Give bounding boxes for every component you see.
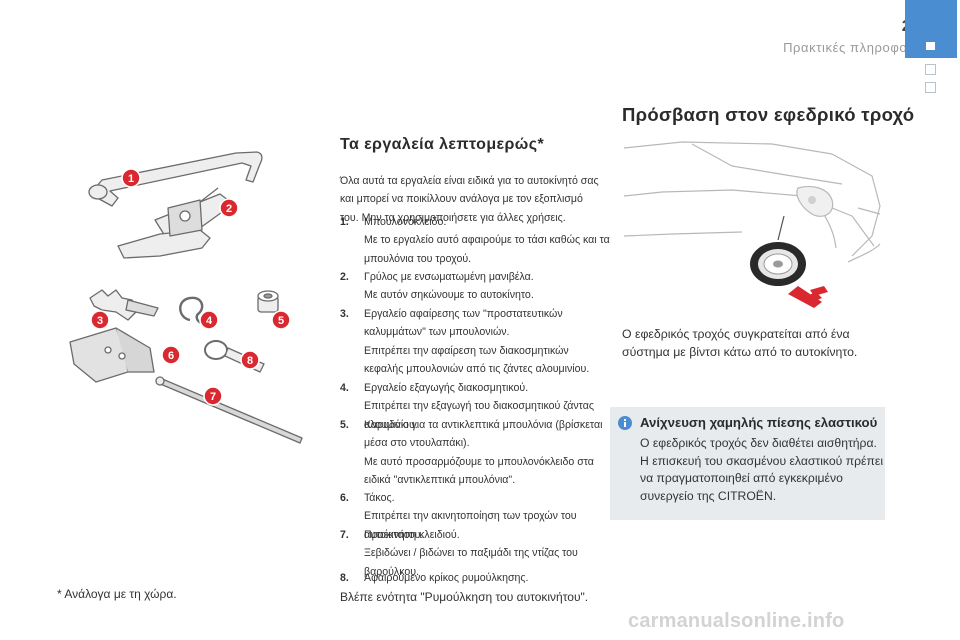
item-number: 1. xyxy=(340,216,349,228)
item-name: Τάκος. xyxy=(364,492,395,504)
item-name: Εργαλείο εξαγωγής διακοσμητικού. xyxy=(364,382,529,394)
svg-text:8: 8 xyxy=(247,355,253,367)
item-number: 3. xyxy=(340,308,349,320)
spare-wheel xyxy=(750,215,806,286)
callout-6: 6 xyxy=(161,345,181,365)
see-also-reference[interactable]: Βλέπε ενότητα "Ρυμούλκηση του αυτοκινήτο… xyxy=(340,590,589,604)
item-description: Επιτρέπει την αφαίρεση των διακοσμητικών… xyxy=(364,344,590,375)
car-underside-illustration xyxy=(623,141,881,308)
item-number: 5. xyxy=(340,419,349,431)
item-number: 7. xyxy=(340,529,349,541)
callout-5: 5 xyxy=(271,310,291,330)
item-description: Επιτρέπει την εξαγωγή του διακοσμητικού … xyxy=(364,400,594,431)
tool-item-6: 6. Τάκος. Επιτρέπει την ακινητοποίηση τω… xyxy=(340,489,610,544)
svg-text:6: 6 xyxy=(168,350,174,362)
low-pressure-notice: Ανίχνευση χαμηλής πίεσης ελαστικού Ο εφε… xyxy=(610,407,885,520)
callout-1: 1 xyxy=(121,168,141,188)
callout-7: 7 xyxy=(203,386,223,406)
callout-8: 8 xyxy=(240,350,260,370)
item-name: Μπουλονόκλειδο. xyxy=(364,216,447,228)
svg-text:5: 5 xyxy=(278,315,284,327)
callout-3: 3 xyxy=(90,310,110,330)
item-description: Ξεβιδώνει / βιδώνει το παξιμάδι της ντίζ… xyxy=(364,547,578,578)
svg-text:2: 2 xyxy=(226,203,232,215)
item-description: Με το εργαλείο αυτό αφαιρούμε το τάσι κα… xyxy=(364,234,610,265)
tool-item-2: 2. Γρύλος με ενσωματωμένη μανιβέλα. Με α… xyxy=(340,268,610,305)
item-name: Καρυδάκι για τα αντικλεπτικά μπουλόνια (… xyxy=(364,419,603,450)
section-title: Πρακτικές πληροφορίες xyxy=(783,40,932,55)
callout-2: 2 xyxy=(219,198,239,218)
spare-wheel-description: Ο εφεδρικός τροχός συγκρατείται από ένα … xyxy=(622,327,858,359)
item-name: Αφαιρούμενο κρίκος ρυμούλκησης. xyxy=(364,572,529,584)
red-arrow-marker xyxy=(788,286,828,308)
item-name: Προέκταση κλειδιού. xyxy=(364,529,460,541)
callout-4: 4 xyxy=(199,310,219,330)
info-icon xyxy=(618,416,632,430)
tool-item-7: 7. Προέκταση κλειδιού. Ξεβιδώνει / βιδών… xyxy=(340,526,610,581)
item-description: Με αυτό προσαρμόζουμε το μπουλονόκλειδο … xyxy=(364,455,594,486)
section-marker-empty xyxy=(925,64,936,75)
watermark: carmanualsonline.info xyxy=(628,610,845,632)
tool-item-5: 5. Καρυδάκι για τα αντικλεπτικά μπουλόνι… xyxy=(340,416,610,489)
tool-item-1: 1. Μπουλονόκλειδο. Με το εργαλείο αυτό α… xyxy=(340,213,610,268)
svg-text:4: 4 xyxy=(206,315,213,327)
item-number: 2. xyxy=(340,271,349,283)
item-number: 6. xyxy=(340,492,349,504)
section-marker-empty xyxy=(925,82,936,93)
svg-text:3: 3 xyxy=(97,315,103,327)
footnote: * Ανάλογα με τη χώρα. xyxy=(57,587,177,601)
tool-item-3: 3. Εργαλείο αφαίρεσης των "προστατευτικώ… xyxy=(340,305,610,378)
tool-item-4: 4. Εργαλείο εξαγωγής διακοσμητικού. Επιτ… xyxy=(340,379,610,434)
item-name: Εργαλείο αφαίρεσης των "προστατευτικών κ… xyxy=(364,308,563,339)
section-tab-marker xyxy=(905,0,957,58)
item-number: 4. xyxy=(340,382,349,394)
notice-text: Ο εφεδρικός τροχός δεν διαθέτει αισθητήρ… xyxy=(640,436,884,503)
svg-text:7: 7 xyxy=(210,391,216,403)
tools-intro: Όλα αυτά τα εργαλεία είναι ειδικά για το… xyxy=(340,175,599,224)
item-name: Γρύλος με ενσωματωμένη μανιβέλα. xyxy=(364,271,534,283)
svg-text:1: 1 xyxy=(128,173,134,185)
spare-wheel-section-title: Πρόσβαση στον εφεδρικό τροχό xyxy=(622,104,915,125)
notice-title: Ανίχνευση χαμηλής πίεσης ελαστικού xyxy=(640,415,878,430)
tools-illustration: 1 2 3 4 5 6 7 8 xyxy=(69,151,303,444)
item-description: Επιτρέπει την ακινητοποίηση των τροχών τ… xyxy=(364,510,577,541)
tools-section-title: Τα εργαλεία λεπτομερώς* xyxy=(340,136,545,153)
item-description: Με αυτόν σηκώνουμε το αυτοκίνητο. xyxy=(364,289,534,302)
tool-item-8: 8. Αφαιρούμενο κρίκος ρυμούλκησης. xyxy=(340,569,610,587)
item-number: 8. xyxy=(340,572,349,584)
